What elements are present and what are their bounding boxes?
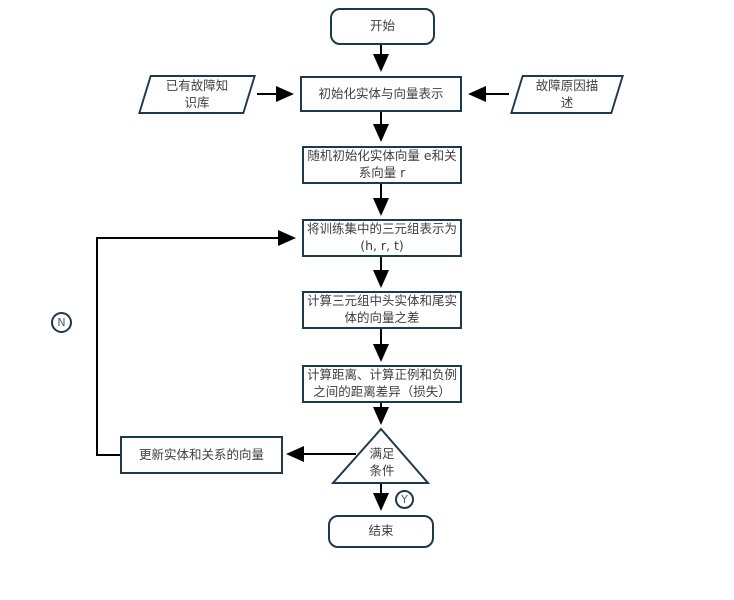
node-vector-diff-label: 计算三元组中头实体和尾实体的向量之差 [306, 293, 457, 325]
node-update: 更新实体和关系的向量 [120, 436, 283, 474]
node-end-label: 结束 [368, 523, 394, 539]
node-triples: 将训练集中的三元组表示为 (h, r, t) [302, 219, 462, 257]
node-loss-label: 计算距离、计算正例和负例之间的距离差异（损失） [306, 367, 457, 399]
edge-update-triples [96, 230, 296, 456]
node-fault-cause-label: 故障原因描述 [535, 77, 599, 110]
node-start-label: 开始 [369, 18, 395, 34]
branch-no-text: N [57, 316, 66, 329]
node-decision-label: 满足条件 [369, 446, 395, 478]
node-init-label: 初始化实体与向量表示 [318, 85, 444, 101]
node-init: 初始化实体与向量表示 [300, 76, 462, 112]
branch-label-no: N [51, 312, 72, 333]
node-loss: 计算距离、计算正例和负例之间的距离差异（损失） [302, 365, 462, 403]
node-end: 结束 [328, 515, 434, 548]
node-fault-cause: 故障原因描述 [508, 75, 626, 114]
branch-yes-text: Y [401, 493, 408, 506]
node-knowledge-base-label: 已有故障知识库 [165, 77, 229, 110]
decision-triangle [330, 427, 431, 484]
node-vector-diff: 计算三元组中头实体和尾实体的向量之差 [302, 291, 462, 329]
node-triples-label: 将训练集中的三元组表示为 (h, r, t) [306, 221, 457, 253]
node-knowledge-base: 已有故障知识库 [136, 75, 258, 114]
node-update-label: 更新实体和关系的向量 [138, 446, 264, 462]
node-start: 开始 [330, 8, 435, 45]
node-random-init: 随机初始化实体向量 e和关系向量 r [302, 146, 462, 184]
node-random-init-label: 随机初始化实体向量 e和关系向量 r [307, 148, 457, 180]
branch-label-yes: Y [395, 490, 414, 509]
